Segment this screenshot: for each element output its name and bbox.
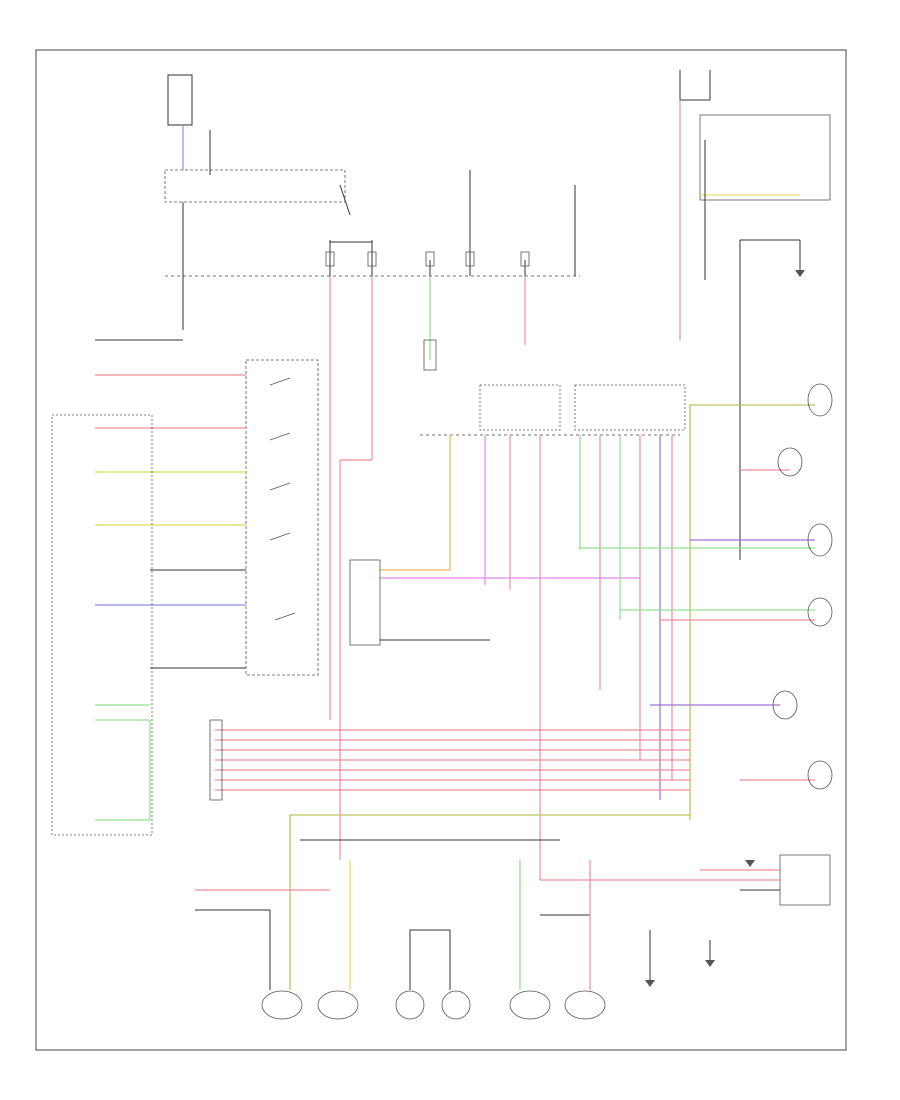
lamp-bottom-5 [509,990,551,1020]
lamp-right-4 [807,597,833,627]
lamp-right-5 [772,690,798,720]
top-fuse-area [164,74,580,345]
lamp-bottom-6 [564,990,606,1020]
lamp-bottom-3 [395,990,425,1020]
fuse-box-top-left [167,74,193,126]
fuse-4 [465,251,475,267]
lower-left-module [51,414,153,836]
bottom-lamps [195,860,711,1020]
lamp-right-2 [777,447,803,477]
connector-lower-right [779,854,831,906]
left-switch-box [245,359,319,676]
harness-bus [209,719,690,990]
diagram-frame [35,49,847,1051]
ground-symbols [645,270,805,987]
center-control-module [349,559,381,646]
lamp-bottom-1 [261,990,303,1020]
right-lamps [540,383,833,906]
relay-cluster-center [479,384,561,431]
lamp-right-6 [807,760,833,790]
lamp-bottom-4 [441,990,471,1020]
fuse-1 [325,251,335,267]
fuse-5 [520,251,530,267]
relay-cluster-right [574,384,686,431]
ignition-switch-box [164,169,346,203]
fuse-3 [425,251,435,267]
left-inputs [51,339,319,836]
harness-connector [209,719,223,801]
middle-relays [349,276,686,880]
lamp-right-1 [807,383,833,417]
top-right-module [679,70,831,560]
lamp-bottom-2 [317,990,359,1020]
relay-box-top-right [699,114,831,201]
lamp-right-3 [807,523,833,557]
fuse-2 [367,251,377,267]
